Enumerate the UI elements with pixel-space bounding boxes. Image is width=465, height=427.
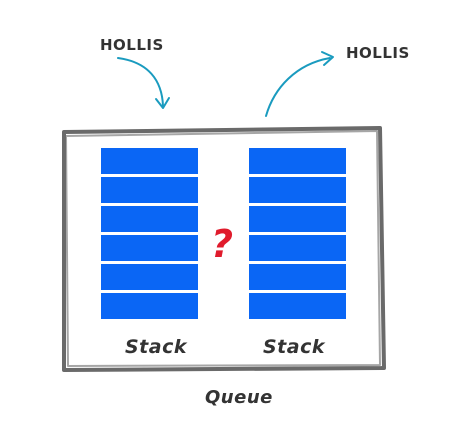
stack-slot (249, 148, 346, 174)
arrow-out-icon (265, 51, 334, 117)
question-mark: ? (211, 222, 234, 266)
stack-label-left: Stack (125, 336, 187, 358)
stack-slot (101, 293, 198, 319)
stack-slot (249, 206, 346, 232)
arrow-in-icon (117, 57, 170, 109)
incoming-label: HOLLIS (100, 36, 164, 54)
stack-slot (101, 177, 198, 203)
stack-slot (249, 177, 346, 203)
queue-label: Queue (205, 387, 273, 408)
stack-slot (249, 293, 346, 319)
stack-left (101, 148, 198, 322)
stack-slot (249, 235, 346, 261)
stack-slot (249, 264, 346, 290)
outgoing-label: HOLLIS (346, 44, 410, 62)
queue-box (62, 126, 386, 372)
stack-slot (101, 148, 198, 174)
stack-label-right: Stack (263, 336, 325, 358)
stack-right (249, 148, 346, 322)
stack-slot (101, 235, 198, 261)
stack-slot (101, 206, 198, 232)
stack-slot (101, 264, 198, 290)
